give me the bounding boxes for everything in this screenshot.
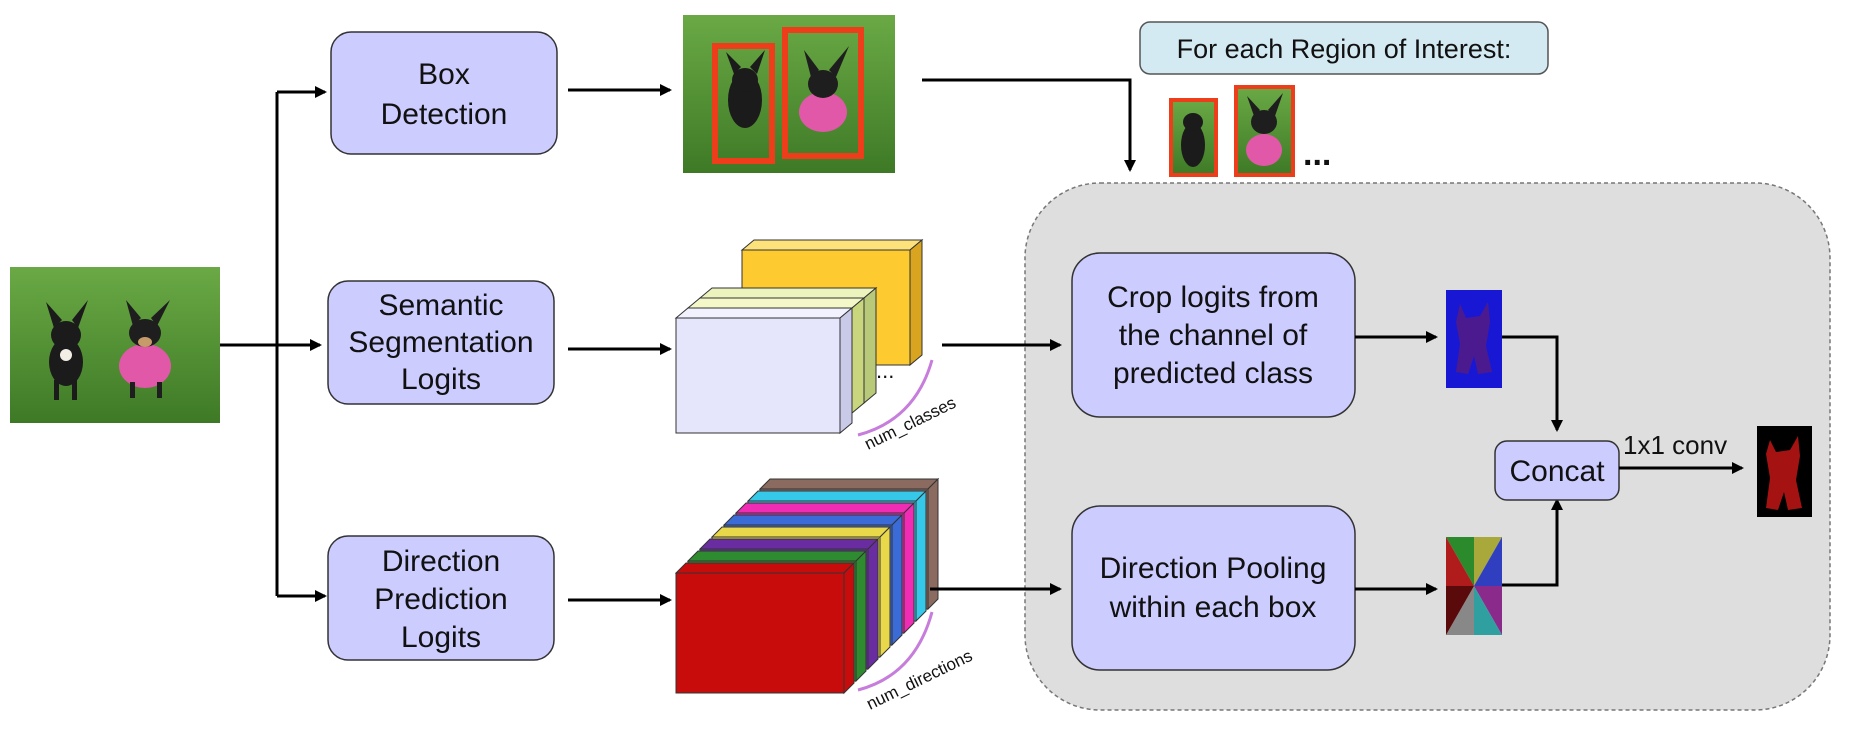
roi-ellipsis: ... <box>1303 135 1331 173</box>
dog-left <box>46 300 88 400</box>
box-detection-node <box>330 31 558 155</box>
dir-layer-side <box>867 537 879 671</box>
box-detection-label-line1: Box <box>418 58 470 91</box>
dir-layer-top <box>734 502 916 514</box>
direction-mask-image <box>1446 537 1502 635</box>
arrow-crop-mask-to-concat <box>1502 335 1563 432</box>
num-classes-brace <box>857 359 934 437</box>
roi-crop-left <box>1169 98 1218 177</box>
concat-label: Concat <box>1509 455 1605 488</box>
crop-logits-node <box>1071 252 1356 418</box>
direction-pred-label-line3: Logits <box>401 621 481 654</box>
arrow-detection-to-roi <box>922 78 1136 172</box>
dir-layer-side <box>903 501 915 635</box>
detection-image <box>683 15 895 173</box>
direction-sector <box>1446 586 1474 635</box>
crop-mask-image <box>1446 290 1502 388</box>
dir-layer-top <box>710 526 892 538</box>
dir-layer-top <box>674 562 856 574</box>
dir-layer-top <box>722 514 904 526</box>
direction-pooling-node <box>1071 505 1356 671</box>
dir-tensor <box>674 477 940 695</box>
box-detection-label-line2: Detection <box>381 98 508 131</box>
dir-layer-side <box>915 489 927 623</box>
conv-label: 1x1 conv <box>1623 430 1727 460</box>
semantic-seg-label-line2: Segmentation <box>348 326 533 359</box>
roi-banner-label: For each Region of Interest: <box>1177 34 1512 64</box>
seg-tensor-front-face <box>675 317 841 434</box>
semantic-seg-label-line3: Logits <box>401 363 481 396</box>
semantic-segmentation-node <box>327 280 555 405</box>
dir-layer-side <box>879 525 891 659</box>
dir-layer-side <box>855 549 867 683</box>
detection-box-left <box>712 43 775 164</box>
roi-crop-right <box>1234 85 1295 177</box>
final-mask-image <box>1757 426 1812 517</box>
roi-banner <box>1139 21 1549 75</box>
direction-pred-label-line1: Direction <box>382 545 500 578</box>
num-directions-brace <box>857 611 934 692</box>
direction-sector <box>1474 537 1502 586</box>
crop-logits-label-line1: Crop logits from <box>1107 281 1319 314</box>
direction-pooling-label-line1: Direction Pooling <box>1100 552 1327 585</box>
semantic-seg-label-line1: Semantic <box>378 289 503 322</box>
direction-pooling-label-line2: within each box <box>1109 591 1317 624</box>
dir-layer-side <box>891 513 903 647</box>
direction-prediction-node <box>327 535 555 661</box>
dir-layer-side <box>843 561 855 695</box>
dir-layer-top <box>698 538 880 550</box>
crop-logits-label-line3: predicted class <box>1113 357 1313 390</box>
direction-pred-label-line2: Prediction <box>374 583 507 616</box>
dir-layer-top <box>686 550 868 562</box>
direction-sector <box>1474 586 1502 635</box>
detection-box-right <box>782 27 864 159</box>
concat-node <box>1494 440 1620 501</box>
seg-tensor-dots: ... <box>876 358 894 383</box>
dir-layer-face <box>675 572 845 694</box>
crop-logits-label-line2: the channel of <box>1119 319 1308 352</box>
arrow-dir-mask-to-concat <box>1502 498 1563 587</box>
dir-layer-top <box>758 478 940 490</box>
direction-sector <box>1446 537 1474 586</box>
dog-right <box>119 300 171 398</box>
dir-layer-top <box>746 490 928 502</box>
seg-tensor <box>674 238 924 435</box>
input-image <box>10 267 220 423</box>
